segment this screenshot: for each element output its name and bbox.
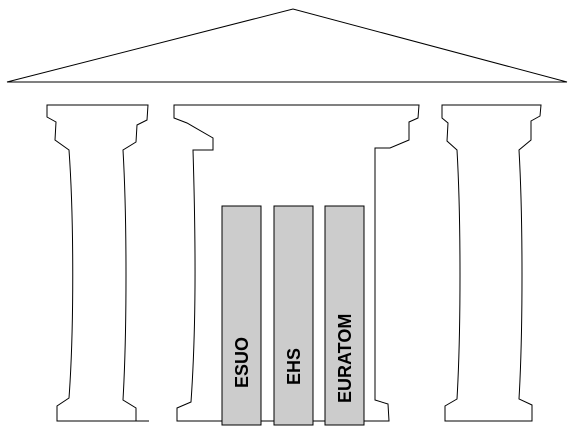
left-column <box>46 104 149 422</box>
pillar-ehs-shape <box>273 205 314 426</box>
pillar-esuo-label: ESUO <box>232 337 252 388</box>
roof-pediment <box>6 8 568 83</box>
inner-pillars: ESUO EHS EURATOM <box>221 205 365 426</box>
pillar-esuo-shape <box>221 205 262 426</box>
pillar-euratom-label: EURATOM <box>335 314 355 403</box>
pillar-ehs: EHS <box>273 205 314 426</box>
pillar-euratom-shape <box>324 205 365 426</box>
right-column <box>441 104 542 422</box>
pillar-euratom: EURATOM <box>324 205 365 426</box>
central-portal <box>173 104 420 422</box>
pillar-esuo: ESUO <box>221 205 262 426</box>
pillar-ehs-label: EHS <box>284 348 304 385</box>
